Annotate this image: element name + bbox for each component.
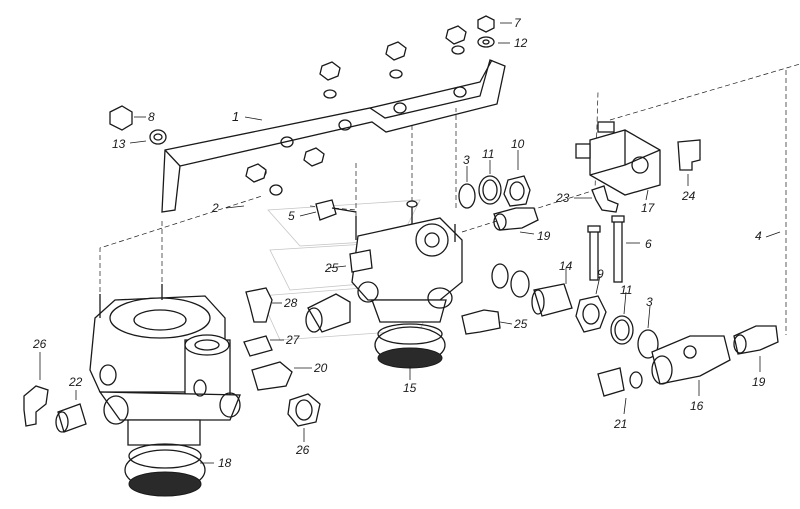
callout-labels: 7 12 8 13 1 2 5 3 11 10 23 17 24 19 6 4 … — [32, 16, 766, 470]
tube-14 — [531, 283, 573, 317]
callout-13: 13 — [112, 137, 126, 151]
callout-24: 24 — [681, 189, 696, 203]
callout-19-lower: 19 — [752, 375, 766, 389]
seal-right-valve15 — [491, 263, 530, 298]
callout-16: 16 — [690, 399, 704, 413]
callout-11-lower: 11 — [620, 283, 632, 297]
seal-11-upper — [478, 175, 502, 205]
callout-10: 10 — [511, 137, 525, 151]
callout-27: 27 — [285, 333, 301, 347]
callout-17-right: 17 — [641, 201, 656, 215]
fitting-23 — [591, 185, 619, 213]
callout-12: 12 — [514, 36, 528, 50]
nut-10 — [503, 175, 531, 207]
connector-16 — [651, 335, 731, 385]
fitting-26-right — [287, 393, 321, 427]
mounting-bracket — [161, 59, 506, 213]
callout-23: 23 — [555, 191, 570, 205]
fitting-25-upper — [349, 249, 373, 273]
fitting-19-upper — [493, 207, 539, 231]
bracket-nuts — [245, 25, 467, 183]
fitting-27 — [243, 335, 273, 357]
callout-22: 22 — [68, 375, 83, 389]
callout-4: 4 — [755, 229, 762, 243]
fitting-21 — [597, 367, 643, 397]
bolt-5 — [315, 199, 357, 221]
callout-6: 6 — [645, 237, 652, 251]
nut-9 — [575, 295, 607, 333]
valve-18 — [89, 284, 241, 497]
nut-8 — [109, 105, 133, 131]
seal-11-lower — [610, 315, 634, 345]
fitting-19-lower — [733, 325, 779, 355]
fitting-25-lower — [461, 309, 501, 335]
nut-7 — [477, 15, 495, 33]
washer-13 — [149, 129, 167, 145]
callout-26-left: 26 — [32, 337, 47, 351]
callout-7: 7 — [514, 16, 522, 30]
fitting-28 — [245, 287, 273, 323]
callout-5: 5 — [288, 209, 295, 223]
callout-25-lower: 25 — [513, 317, 528, 331]
callout-26-right: 26 — [295, 443, 310, 457]
seal-3-upper — [458, 183, 476, 209]
fitting-24 — [677, 139, 701, 171]
callout-14: 14 — [559, 259, 573, 273]
fitting-20 — [251, 361, 293, 391]
callout-28: 28 — [283, 296, 298, 310]
callout-1: 1 — [232, 109, 239, 124]
callout-18: 18 — [218, 456, 232, 470]
callout-9: 9 — [597, 267, 604, 281]
leader-lines — [39, 22, 781, 464]
bolt-6 — [611, 215, 625, 283]
solenoid-valve-17 — [575, 121, 661, 196]
callout-2: 2 — [211, 201, 219, 215]
fitting-22 — [55, 403, 87, 433]
washer-12 — [477, 36, 495, 48]
callout-19-upper: 19 — [537, 229, 551, 243]
fitting-26-left — [23, 385, 49, 427]
callout-8: 8 — [148, 110, 155, 124]
callout-3-lower: 3 — [646, 295, 653, 309]
seal-3-lower — [637, 329, 659, 359]
callout-15: 15 — [403, 381, 417, 395]
bolt-9 — [587, 225, 601, 281]
valve-15 — [351, 200, 463, 369]
callout-11-upper: 11 — [482, 147, 494, 161]
callout-20: 20 — [313, 361, 328, 375]
callout-3-upper: 3 — [463, 153, 470, 167]
tube-left-valve15 — [305, 293, 351, 333]
callout-21: 21 — [613, 417, 627, 431]
callout-25-upper: 25 — [324, 261, 339, 275]
